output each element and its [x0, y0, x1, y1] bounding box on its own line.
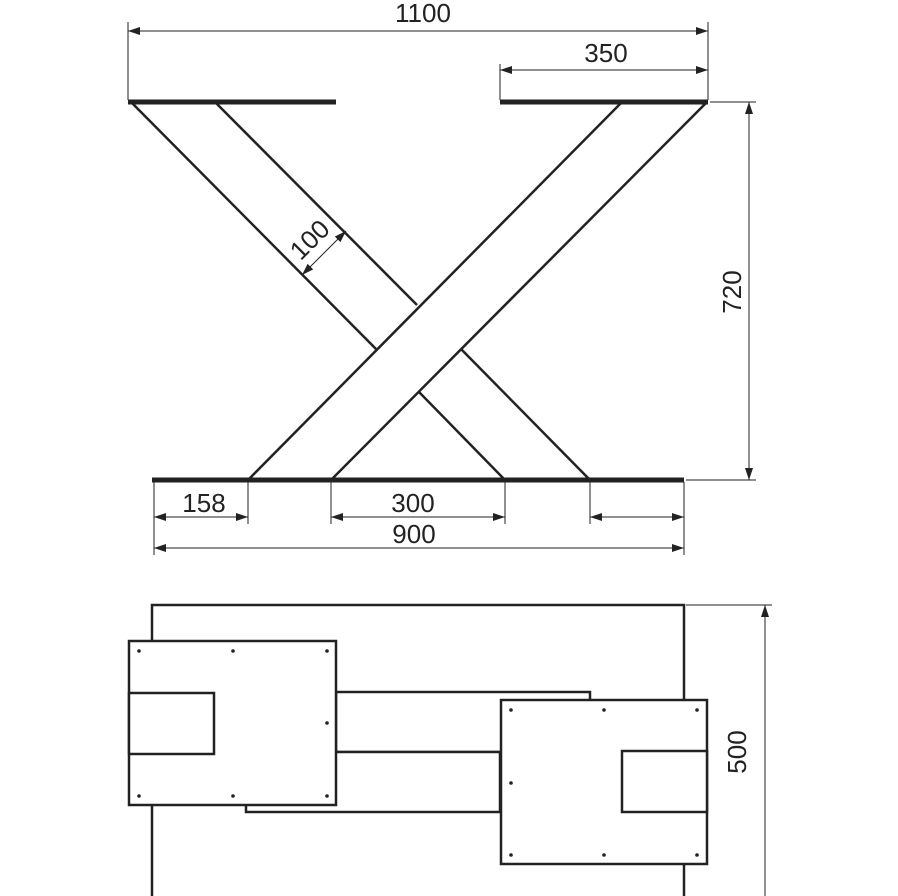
hole [137, 649, 141, 653]
leg-b-edge-2-lower [460, 348, 591, 481]
left-plate [127, 639, 338, 807]
left-plate-notch [127, 691, 216, 756]
front-dimensions [127, 22, 756, 555]
top-view [127, 603, 709, 896]
screw-holes [137, 649, 699, 857]
hole [231, 794, 235, 798]
leg-a-edge-2 [330, 101, 708, 481]
hole [509, 708, 513, 712]
dim-100-label: 100 [284, 214, 336, 266]
dim-158-label: 158 [182, 488, 225, 518]
dim-900-label: 900 [392, 519, 435, 549]
hole [231, 649, 235, 653]
dim-100-line [301, 230, 347, 276]
dim-720-label: 720 [717, 270, 747, 313]
hole [137, 794, 141, 798]
hole [325, 794, 329, 798]
dim-1100-label: 1100 [395, 0, 451, 28]
hole [695, 853, 699, 857]
right-plate-notch [620, 749, 709, 814]
front-view [128, 99, 708, 483]
hole [695, 708, 699, 712]
leg-b-edge-1-lower [418, 391, 506, 481]
hole [509, 781, 513, 785]
leg-b-edge-2-upper [214, 101, 418, 306]
hole [325, 721, 329, 725]
hole [509, 853, 513, 857]
leg-b-edge-1-upper [130, 101, 377, 350]
hole [602, 853, 606, 857]
hole [325, 649, 329, 653]
dim-500-label: 500 [722, 730, 752, 773]
hole [602, 708, 606, 712]
top-dimensions [686, 604, 772, 896]
dim-300-label: 300 [391, 488, 434, 518]
leg-a-edge-1 [247, 101, 623, 481]
dim-350-label: 350 [584, 38, 627, 68]
